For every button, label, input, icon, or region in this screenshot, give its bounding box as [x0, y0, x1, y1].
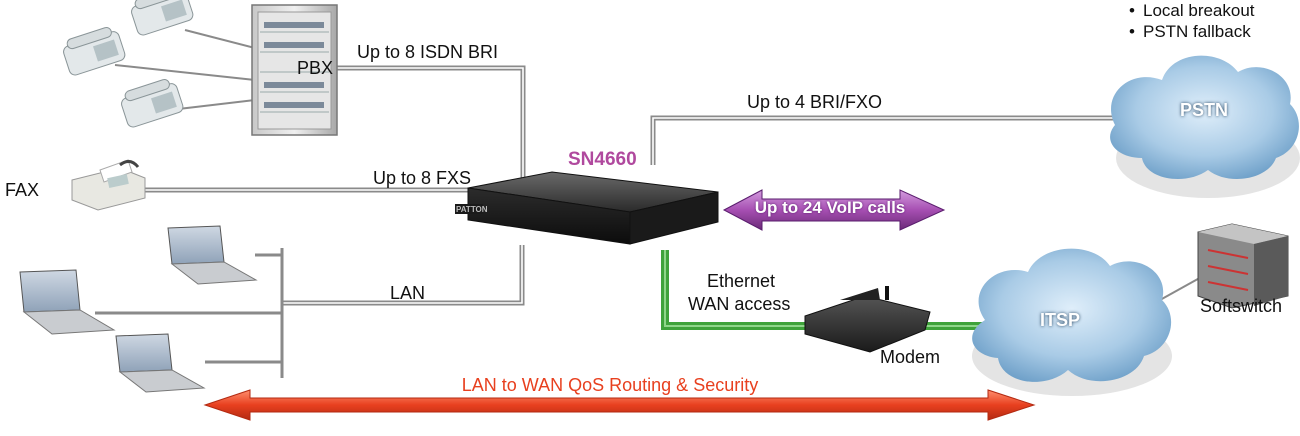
pstn-feature-item: •PSTN fallback [1129, 22, 1251, 41]
device-name: SN4660 [568, 149, 637, 170]
label-fax: FAX [5, 180, 40, 200]
lan-bus [95, 248, 284, 378]
wire-bri-fxo [650, 115, 1125, 165]
label-pbx: PBX [297, 58, 334, 78]
phone-2 [63, 27, 126, 76]
pbx-cabinet [251, 4, 338, 136]
sn4660-device [455, 171, 719, 245]
fax-machine [71, 159, 146, 211]
label-pstn: PSTN [1180, 100, 1229, 120]
wire-lan [282, 245, 525, 306]
pstn-feature-list: •Local breakout •PSTN fallback [1129, 0, 1255, 42]
label-fxs: Up to 8 FXS [373, 168, 472, 188]
phone-cords [114, 29, 256, 111]
label-voip-calls: Up to 24 VoIP calls [754, 198, 906, 217]
laptop-2 [19, 269, 116, 335]
phone-3 [121, 79, 184, 128]
label-wan-access: WAN access [688, 294, 791, 314]
label-softswitch: Softswitch [1200, 296, 1283, 316]
softswitch-rack [1197, 223, 1289, 309]
device-faceplate-label: PATTON [456, 205, 488, 214]
laptop-3 [115, 333, 206, 393]
label-lan: LAN [390, 283, 426, 303]
label-bri-fxo: Up to 4 BRI/FXO [747, 92, 883, 112]
itsp-cloud [972, 248, 1172, 396]
wire-isdn [270, 65, 526, 180]
bullet-icon: • [1129, 1, 1135, 20]
label-ethernet: Ethernet [707, 271, 776, 291]
label-itsp: ITSP [1040, 310, 1081, 330]
voip-arrow [722, 189, 946, 231]
modem-device [804, 286, 931, 353]
bullet-icon: • [1129, 22, 1135, 41]
label-isdn-bri: Up to 8 ISDN BRI [357, 42, 499, 62]
pstn-cloud [1110, 55, 1300, 198]
pstn-feature-item: •Local breakout [1129, 1, 1255, 20]
qos-arrow [203, 389, 1036, 421]
laptop-1 [167, 225, 258, 285]
label-modem: Modem [880, 347, 941, 367]
phone-1 [131, 0, 194, 36]
label-qos: LAN to WAN QoS Routing & Security [461, 375, 759, 395]
